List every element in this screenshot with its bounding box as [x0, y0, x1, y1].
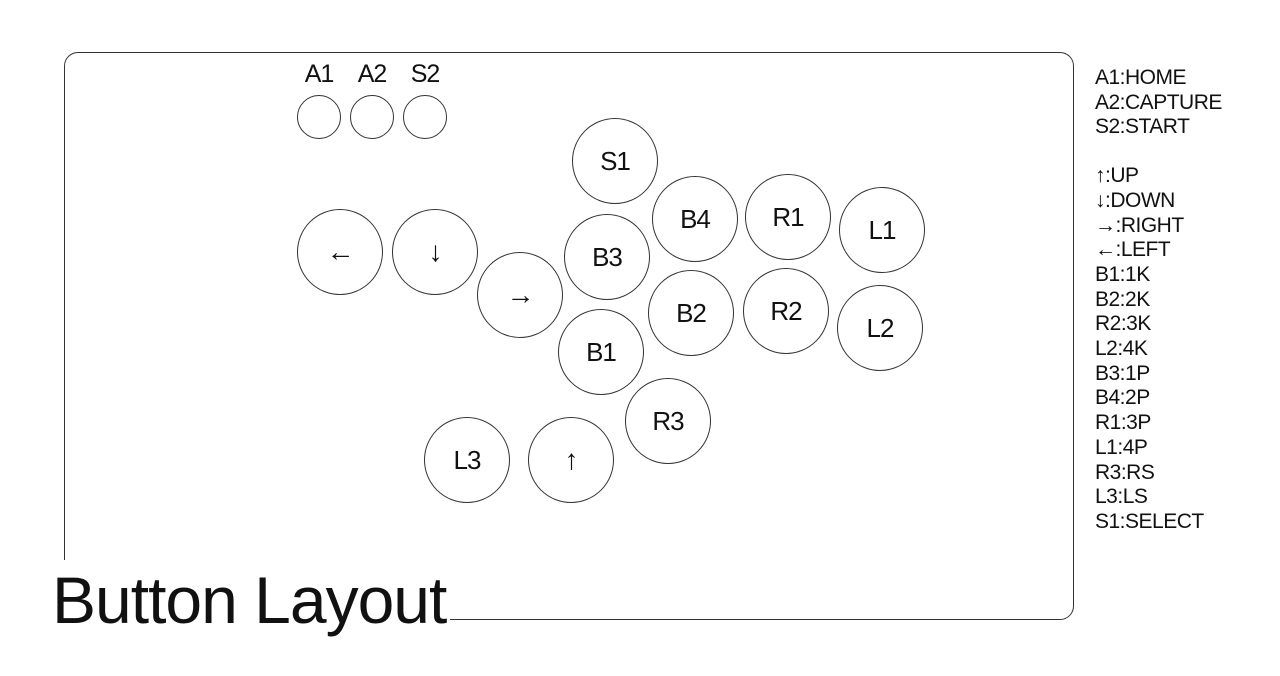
legend-item: S1:SELECT — [1095, 509, 1204, 533]
button-right-arrow[interactable]: → — [477, 252, 563, 338]
legend-item: B3:1P — [1095, 361, 1150, 385]
button-up-arrow[interactable]: ↑ — [528, 417, 614, 503]
legend-item: A2:CAPTURE — [1095, 90, 1222, 114]
legend-item: L2:4K — [1095, 337, 1148, 361]
legend-item: ↑:UP — [1095, 164, 1139, 188]
legend-item: L1:4P — [1095, 435, 1148, 459]
controller-outline — [64, 52, 1074, 620]
button-b3[interactable]: B3 — [564, 214, 650, 300]
button-a1[interactable] — [297, 95, 341, 139]
a1-label: A1 — [304, 60, 335, 88]
legend-item: S2:START — [1095, 115, 1190, 139]
legend-item: →:RIGHT — [1095, 213, 1184, 237]
legend-item: R2:3K — [1095, 312, 1151, 336]
legend-item: R1:3P — [1095, 411, 1151, 435]
page-title: Button Layout — [52, 560, 451, 640]
legend-item: R3:RS — [1095, 460, 1155, 484]
legend-item: B1:1K — [1095, 262, 1150, 286]
button-b2[interactable]: B2 — [648, 270, 734, 356]
a2-label: A2 — [357, 60, 388, 88]
button-b1[interactable]: B1 — [558, 309, 644, 395]
button-l2[interactable]: L2 — [837, 285, 923, 371]
button-l3[interactable]: L3 — [424, 417, 510, 503]
legend-item: L3:LS — [1095, 485, 1148, 509]
button-r2[interactable]: R2 — [743, 268, 829, 354]
legend-item: ←:LEFT — [1095, 238, 1171, 262]
button-down-arrow[interactable]: ↓ — [392, 209, 478, 295]
legend-item: A1:HOME — [1095, 66, 1187, 89]
s2-label: S2 — [410, 60, 441, 88]
button-b4[interactable]: B4 — [652, 176, 738, 262]
button-r3[interactable]: R3 — [625, 378, 711, 464]
button-a2[interactable] — [350, 95, 394, 139]
legend-item: B2:2K — [1095, 287, 1150, 311]
button-l1[interactable]: L1 — [839, 187, 925, 273]
button-left-arrow[interactable]: ← — [297, 209, 383, 295]
button-s1[interactable]: S1 — [572, 118, 658, 204]
button-legend: A1:HOME A2:CAPTURE S2:START ↑:UP ↓:DOWN … — [1095, 66, 1222, 535]
button-r1[interactable]: R1 — [745, 174, 831, 260]
legend-item: B4:2P — [1095, 386, 1150, 410]
button-s2[interactable] — [403, 95, 447, 139]
legend-item: ↓:DOWN — [1095, 188, 1175, 212]
